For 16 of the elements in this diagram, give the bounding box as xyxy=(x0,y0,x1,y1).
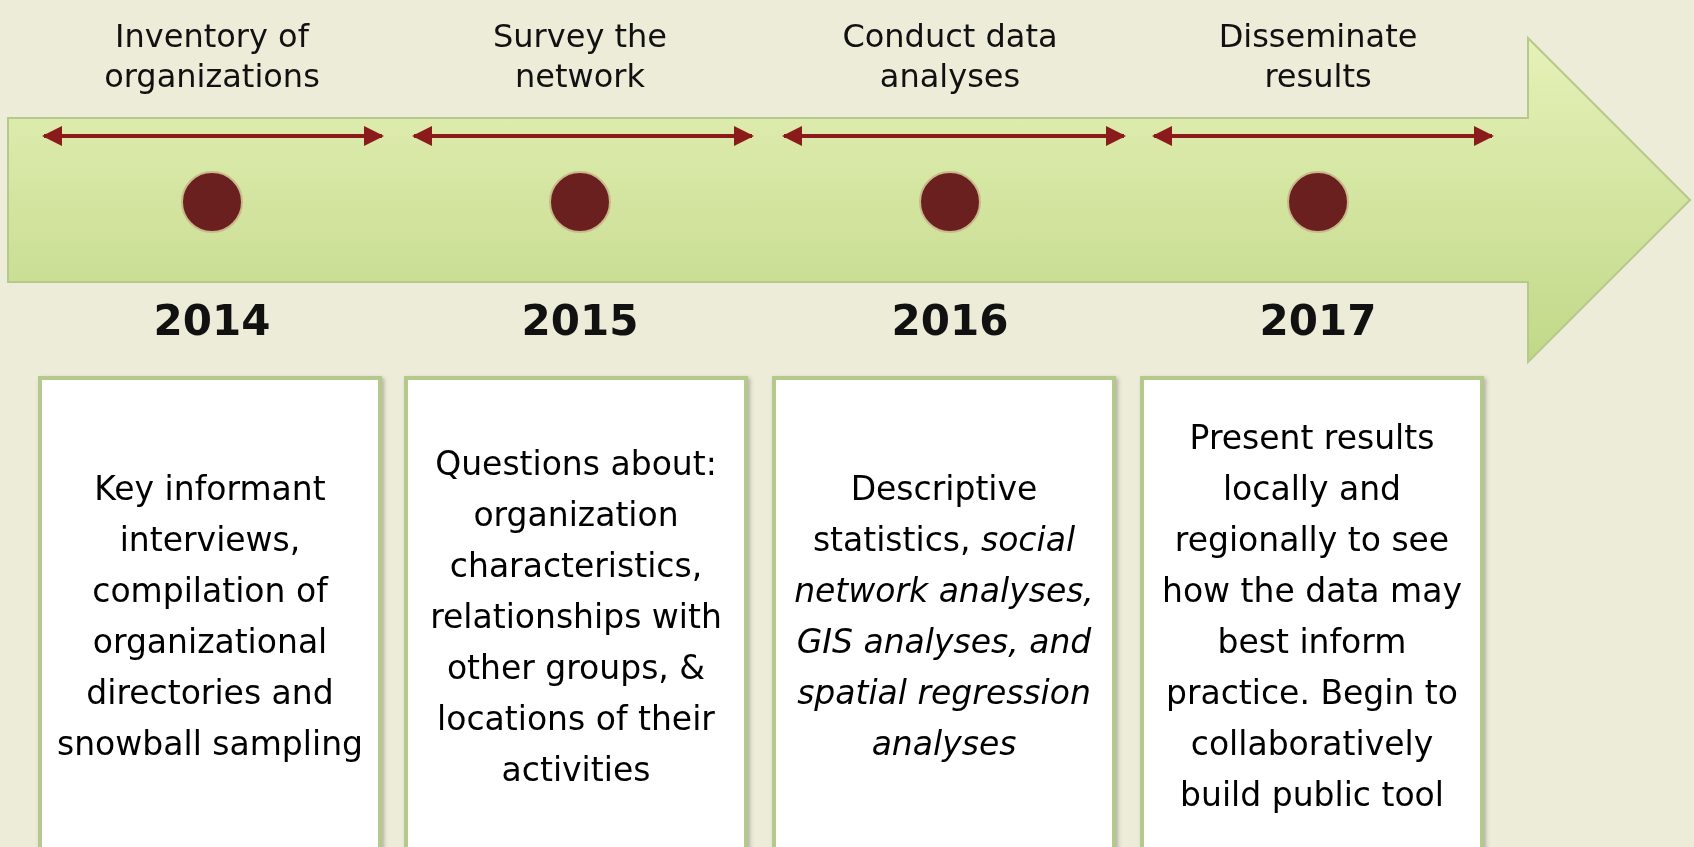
activity-text: Present results locally and regionally to see how the data may best inform practice. Begin to collaboratively build public tool xyxy=(1161,417,1463,816)
year-label: 2015 xyxy=(520,296,640,345)
phase-title: Inventory of organizations xyxy=(103,16,321,96)
year-label: 2017 xyxy=(1258,296,1378,345)
activity-text: Key informant interviews, compilation of organizational directories and snowball sampling xyxy=(56,468,364,765)
year-label: 2016 xyxy=(890,296,1010,345)
activity-box xyxy=(772,376,1116,847)
phase-title: Conduct data analyses xyxy=(841,16,1059,96)
phase-title: Disseminate results xyxy=(1217,16,1419,96)
activity-box xyxy=(1140,376,1484,847)
activity-box xyxy=(38,376,382,847)
activity-text: Descriptive statistics, social network analyses, GIS analyses, and spatial regression analyses xyxy=(793,468,1095,765)
phase-title: Survey the network xyxy=(492,16,668,96)
year-label: 2014 xyxy=(152,296,272,345)
activity-box xyxy=(404,376,748,847)
activity-text: Questions about: organization characteristics, relationships with other groups, & locations of their activities xyxy=(429,442,723,791)
